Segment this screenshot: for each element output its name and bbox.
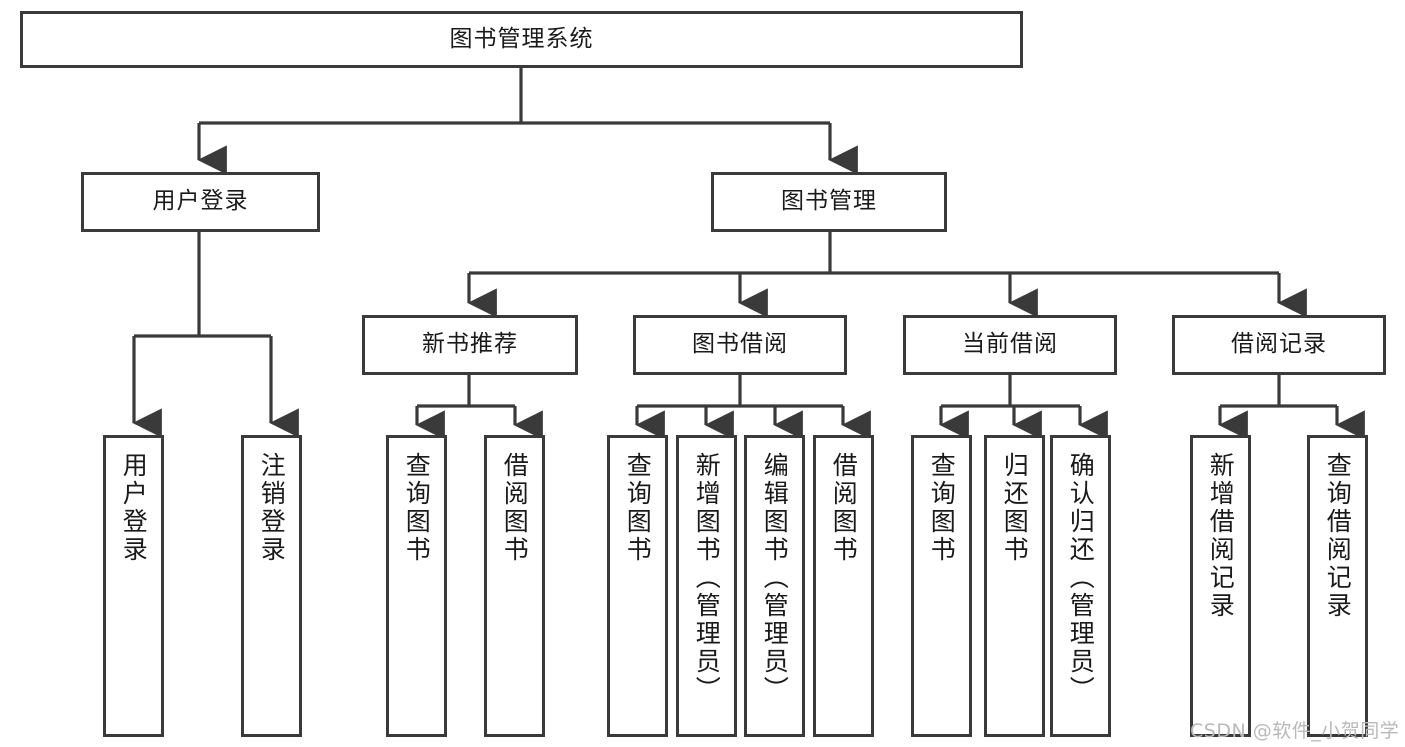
node-borrow-record[interactable]: 借阅记录 xyxy=(1172,315,1386,375)
leaf-borrow-book-label: 借阅图书 xyxy=(829,452,859,564)
node-borrow-record-label: 借阅记录 xyxy=(1231,331,1327,358)
node-book-management-label: 图书管理 xyxy=(781,188,877,215)
leaf-borrow-book-new-label: 借阅图书 xyxy=(500,452,530,564)
leaf-borrow-book[interactable]: 借阅图书 xyxy=(813,435,874,737)
leaf-confirm-return-admin[interactable]: 确认归还（管理员） xyxy=(1050,435,1111,737)
leaf-return-book-label: 归还图书 xyxy=(1000,452,1030,564)
leaf-confirm-return-admin-label: 确认归还（管理员） xyxy=(1066,452,1096,704)
leaf-user-login[interactable]: 用户登录 xyxy=(103,435,164,737)
node-root-label: 图书管理系统 xyxy=(449,25,594,52)
leaf-query-book-current[interactable]: 查询图书 xyxy=(911,435,972,737)
leaf-edit-book-admin[interactable]: 编辑图书（管理员） xyxy=(744,435,805,737)
node-root[interactable]: 图书管理系统 xyxy=(20,11,1023,68)
leaf-add-book-admin[interactable]: 新增图书（管理员） xyxy=(676,435,737,737)
node-new-book-recommend[interactable]: 新书推荐 xyxy=(362,315,578,375)
leaf-edit-book-admin-label: 编辑图书（管理员） xyxy=(760,452,790,704)
node-book-borrow[interactable]: 图书借阅 xyxy=(633,315,847,375)
node-current-borrow[interactable]: 当前借阅 xyxy=(903,315,1117,375)
node-book-management[interactable]: 图书管理 xyxy=(711,172,947,232)
leaf-user-login-label: 用户登录 xyxy=(119,452,149,564)
leaf-return-book[interactable]: 归还图书 xyxy=(984,435,1045,737)
leaf-add-book-admin-label: 新增图书（管理员） xyxy=(692,452,722,704)
node-user-login-label: 用户登录 xyxy=(152,188,249,215)
node-book-borrow-label: 图书借阅 xyxy=(692,331,788,358)
leaf-query-borrow-record-label: 查询借阅记录 xyxy=(1323,452,1353,620)
leaf-add-borrow-record[interactable]: 新增借阅记录 xyxy=(1190,435,1251,737)
leaf-query-book-current-label: 查询图书 xyxy=(927,452,957,564)
node-current-borrow-label: 当前借阅 xyxy=(962,331,1058,358)
leaf-query-book-new-label: 查询图书 xyxy=(402,452,432,564)
leaf-borrow-book-new[interactable]: 借阅图书 xyxy=(484,435,545,737)
node-new-book-recommend-label: 新书推荐 xyxy=(422,331,518,358)
node-user-login[interactable]: 用户登录 xyxy=(81,172,320,232)
leaf-query-book-new[interactable]: 查询图书 xyxy=(386,435,447,737)
leaf-logout[interactable]: 注销登录 xyxy=(241,435,302,737)
leaf-add-borrow-record-label: 新增借阅记录 xyxy=(1206,452,1236,620)
leaf-query-book-borrow[interactable]: 查询图书 xyxy=(607,435,668,737)
leaf-query-borrow-record[interactable]: 查询借阅记录 xyxy=(1307,435,1368,737)
leaf-logout-label: 注销登录 xyxy=(257,452,287,564)
leaf-query-book-borrow-label: 查询图书 xyxy=(623,452,653,564)
